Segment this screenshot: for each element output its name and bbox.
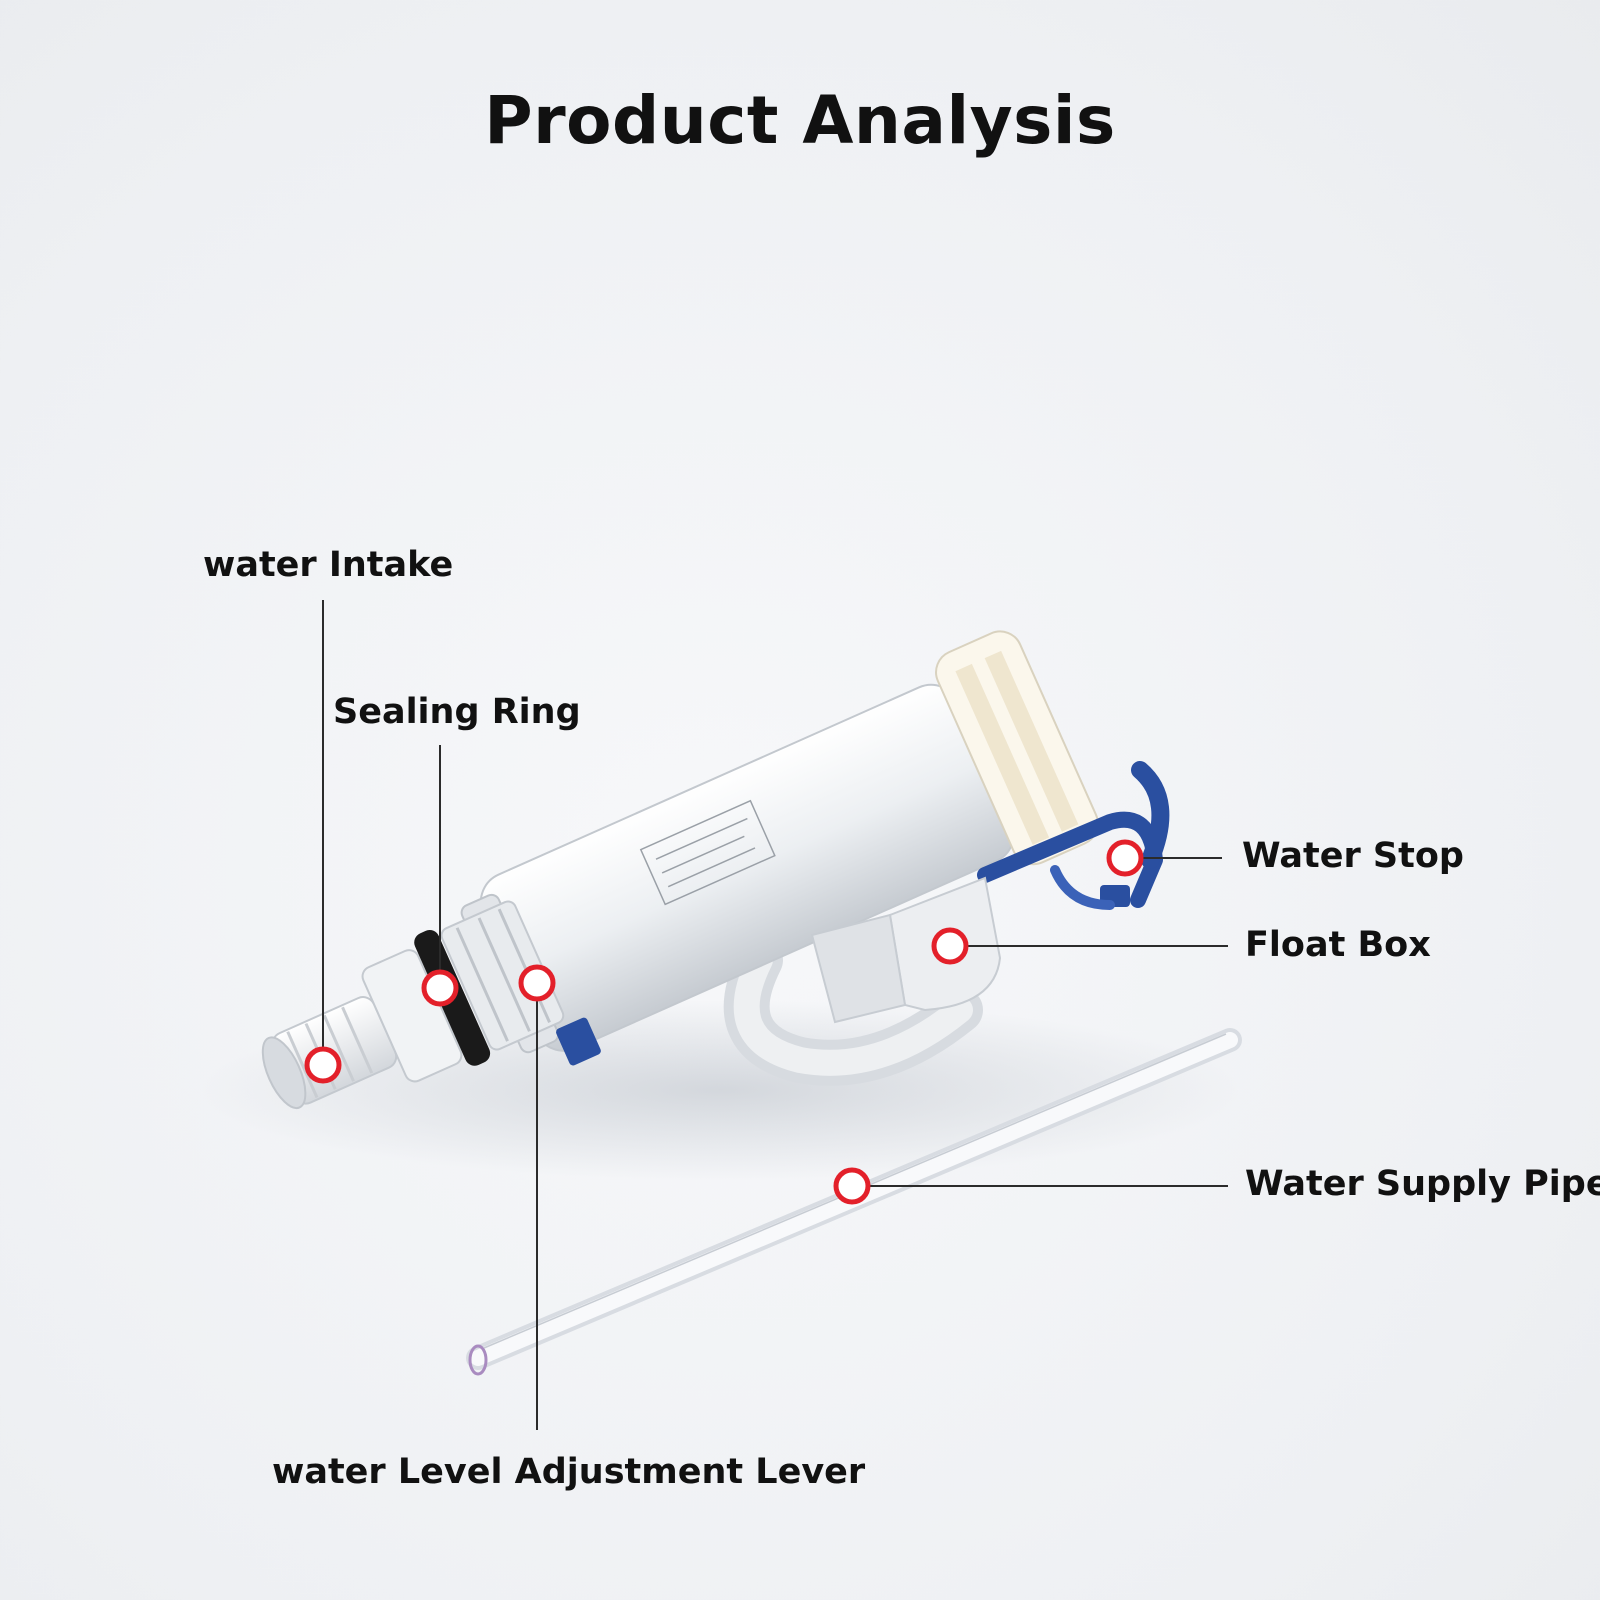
marker-sealing-ring[interactable] (421, 969, 459, 1007)
intake-connector (261, 900, 565, 1110)
marker-water-intake[interactable] (304, 1046, 342, 1084)
marker-water-supply-pipe[interactable] (833, 1167, 871, 1205)
label-sealing-ring: Sealing Ring (333, 692, 581, 732)
label-water-stop: Water Stop (1242, 836, 1464, 876)
marker-level-lever[interactable] (518, 964, 556, 1002)
marker-water-stop[interactable] (1106, 839, 1144, 877)
markers (304, 839, 1144, 1205)
label-level-lever: water Level Adjustment Lever (272, 1452, 866, 1492)
float-arm (723, 937, 983, 1086)
marker-float-box[interactable] (931, 927, 969, 965)
level-lever-clip (556, 1017, 601, 1066)
leader-lines (322, 600, 1228, 1430)
page-title: Product Analysis (484, 82, 1116, 159)
label-water-intake: water Intake (203, 545, 454, 585)
label-float-box: Float Box (1245, 925, 1431, 965)
label-water-supply-pipe: Water Supply Pipe (1245, 1164, 1600, 1204)
